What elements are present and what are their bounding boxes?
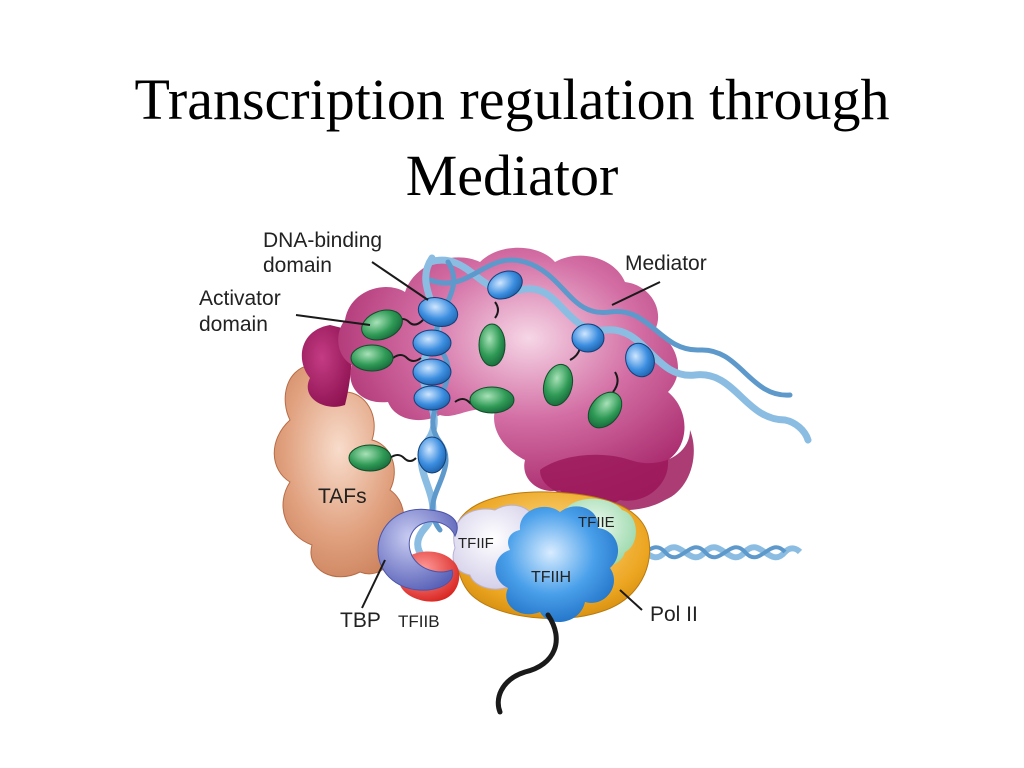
label-tfiih: TFIIH: [531, 569, 571, 586]
dna-binding-domain: [571, 323, 605, 353]
activator-domain: [348, 444, 392, 472]
dna-binding-domain: [625, 342, 655, 378]
label-leader-lines: [295, 261, 661, 611]
activator-domain: [478, 323, 506, 367]
activator-domain: [361, 309, 403, 341]
activator-domain: [542, 363, 574, 407]
dna-binding-domains: [412, 270, 655, 474]
slide-title: Transcription regulation through Mediato…: [0, 62, 1024, 214]
label-activator-line2: domain: [199, 313, 268, 336]
activator-domain: [469, 386, 515, 414]
dna-binding-domain: [412, 358, 452, 386]
label-dna-binding-line2: domain: [263, 254, 332, 277]
label-tfiif: TFIIF: [458, 535, 494, 552]
tafs-complex: [273, 363, 405, 578]
activator-domain: [587, 391, 623, 429]
label-mediator: Mediator: [625, 252, 707, 275]
label-pol2: Pol II: [650, 603, 698, 626]
label-activator-line1: Activator: [199, 287, 281, 310]
rna-transcript: [495, 612, 559, 715]
dna-binding-domain: [417, 436, 447, 474]
label-tfiie: TFIIE: [578, 514, 615, 531]
activator-domains: [348, 309, 623, 472]
label-tfiib: TFIIB: [398, 612, 440, 631]
activator-domain: [350, 344, 394, 372]
label-tbp: TBP: [340, 609, 381, 632]
pol2-complex: [452, 491, 651, 623]
tbp-protein: [377, 508, 458, 591]
title-line-1: Transcription regulation through: [134, 67, 890, 132]
dna-helix-lower: [622, 544, 803, 561]
label-dna-binding-line1: DNA-binding: [263, 229, 382, 252]
diagram-labels: DNA-binding domain Activator domain Medi…: [199, 229, 707, 632]
dna-binding-domain: [487, 270, 523, 300]
dna-binding-domain: [413, 385, 451, 411]
dna-binding-domain: [417, 297, 459, 327]
title-line-2: Mediator: [405, 143, 619, 208]
dna-binding-domain: [412, 329, 452, 357]
tfiih-protein: [495, 506, 619, 623]
label-tafs: TAFs: [318, 485, 367, 508]
